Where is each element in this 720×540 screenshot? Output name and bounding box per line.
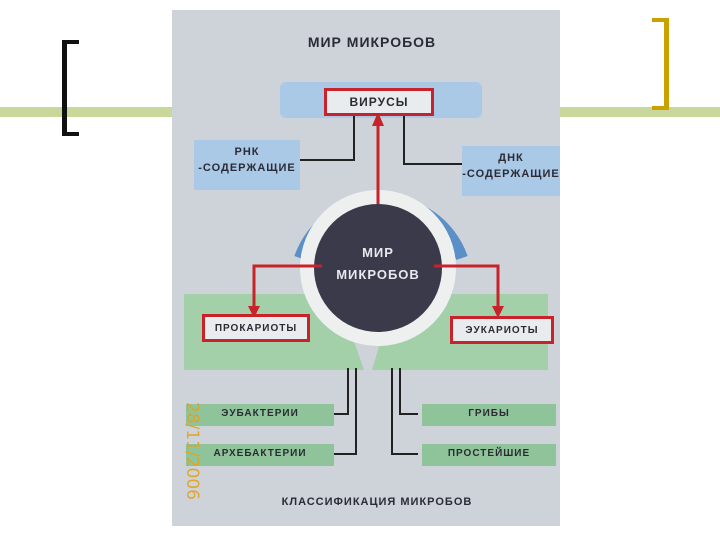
dna-label: ДНК -СОДЕРЖАЩИЕ	[462, 150, 560, 182]
rna-label-line2: -СОДЕРЖАЩИЕ	[194, 160, 300, 176]
center-label: МИР МИКРОБОВ	[318, 242, 438, 286]
poster-title: МИР МИКРОБОВ	[282, 34, 462, 50]
right-bracket-decoration	[652, 18, 669, 110]
prokaryote-to-item1-line	[334, 368, 348, 414]
dna-label-line2: -СОДЕРЖАЩИЕ	[462, 166, 560, 182]
virus-to-rna-line	[300, 112, 354, 160]
left-item2-label: АРХЕБАКТЕРИИ	[186, 448, 334, 459]
poster-photo: МИР МИКРОБОВ ВИРУСЫ РНК -СОДЕРЖАЩИЕ ДНК …	[172, 10, 560, 526]
left-bracket-decoration	[62, 40, 79, 136]
rna-label-line1: РНК	[194, 144, 300, 160]
center-label-line2: МИКРОБОВ	[318, 264, 438, 286]
eukaryote-to-item2-line	[392, 368, 418, 454]
viruses-box: ВИРУСЫ	[324, 88, 434, 116]
dna-label-line1: ДНК	[462, 150, 560, 166]
prokaryotes-label: ПРОКАРИОТЫ	[215, 323, 297, 334]
eukaryotes-box: ЭУКАРИОТЫ	[450, 316, 554, 344]
right-item1-label: ГРИБЫ	[422, 408, 556, 419]
eukaryotes-label: ЭУКАРИОТЫ	[465, 325, 538, 336]
virus-to-dna-line	[404, 112, 462, 164]
viruses-label: ВИРУСЫ	[349, 95, 408, 109]
left-item1-label: ЭУБАКТЕРИИ	[186, 408, 334, 419]
right-item2-label: ПРОСТЕЙШИЕ	[422, 448, 556, 459]
eukaryote-to-item1-line	[400, 368, 418, 414]
date-stamp: 28/11/2006	[182, 402, 202, 500]
prokaryotes-box: ПРОКАРИОТЫ	[202, 314, 310, 342]
prokaryote-to-item2-line	[334, 368, 356, 454]
rna-label: РНК -СОДЕРЖАЩИЕ	[194, 144, 300, 176]
center-label-line1: МИР	[318, 242, 438, 264]
poster-footer: КЛАССИФИКАЦИЯ МИКРОБОВ	[232, 496, 522, 508]
